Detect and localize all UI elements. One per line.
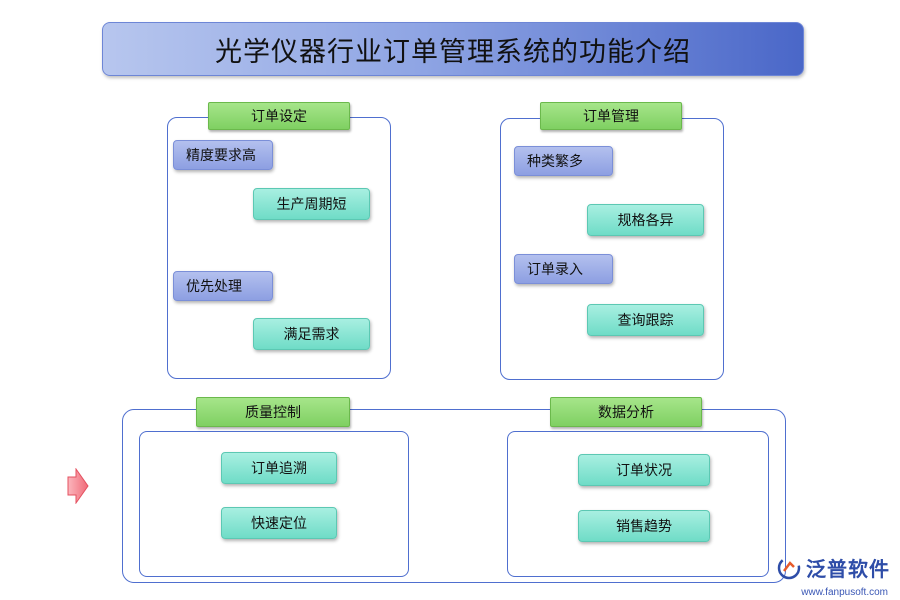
variety-box: 种类繁多 — [514, 146, 613, 176]
brand-logo: 泛普软件 — [776, 553, 890, 582]
priority-handling-box: 优先处理 — [173, 271, 273, 301]
order-trace-box: 订单追溯 — [221, 452, 337, 484]
short-cycle-box: 生产周期短 — [253, 188, 370, 220]
order-setting-header: 订单设定 — [208, 102, 350, 130]
brand-url: www.fanpusoft.com — [801, 587, 888, 598]
data-analysis-panel — [507, 431, 769, 577]
brand-name: 泛普软件 — [806, 557, 890, 581]
data-analysis-header: 数据分析 — [550, 397, 702, 427]
spec-variety-box: 规格各异 — [587, 204, 704, 236]
fanpu-logo-icon — [777, 556, 801, 579]
page-title: 光学仪器行业订单管理系统的功能介绍 — [215, 36, 691, 68]
quality-control-header: 质量控制 — [196, 397, 350, 427]
query-tracking-box: 查询跟踪 — [587, 304, 704, 336]
meet-demand-box: 满足需求 — [253, 318, 370, 350]
order-management-header: 订单管理 — [540, 102, 682, 130]
sales-trend-box: 销售趋势 — [578, 510, 710, 542]
pointer-arrow-icon — [67, 468, 89, 504]
precision-requirement-box: 精度要求高 — [173, 140, 273, 170]
title-banner: 光学仪器行业订单管理系统的功能介绍 — [102, 22, 804, 76]
quick-locate-box: 快速定位 — [221, 507, 337, 539]
order-status-box: 订单状况 — [578, 454, 710, 486]
order-entry-box: 订单录入 — [514, 254, 613, 284]
